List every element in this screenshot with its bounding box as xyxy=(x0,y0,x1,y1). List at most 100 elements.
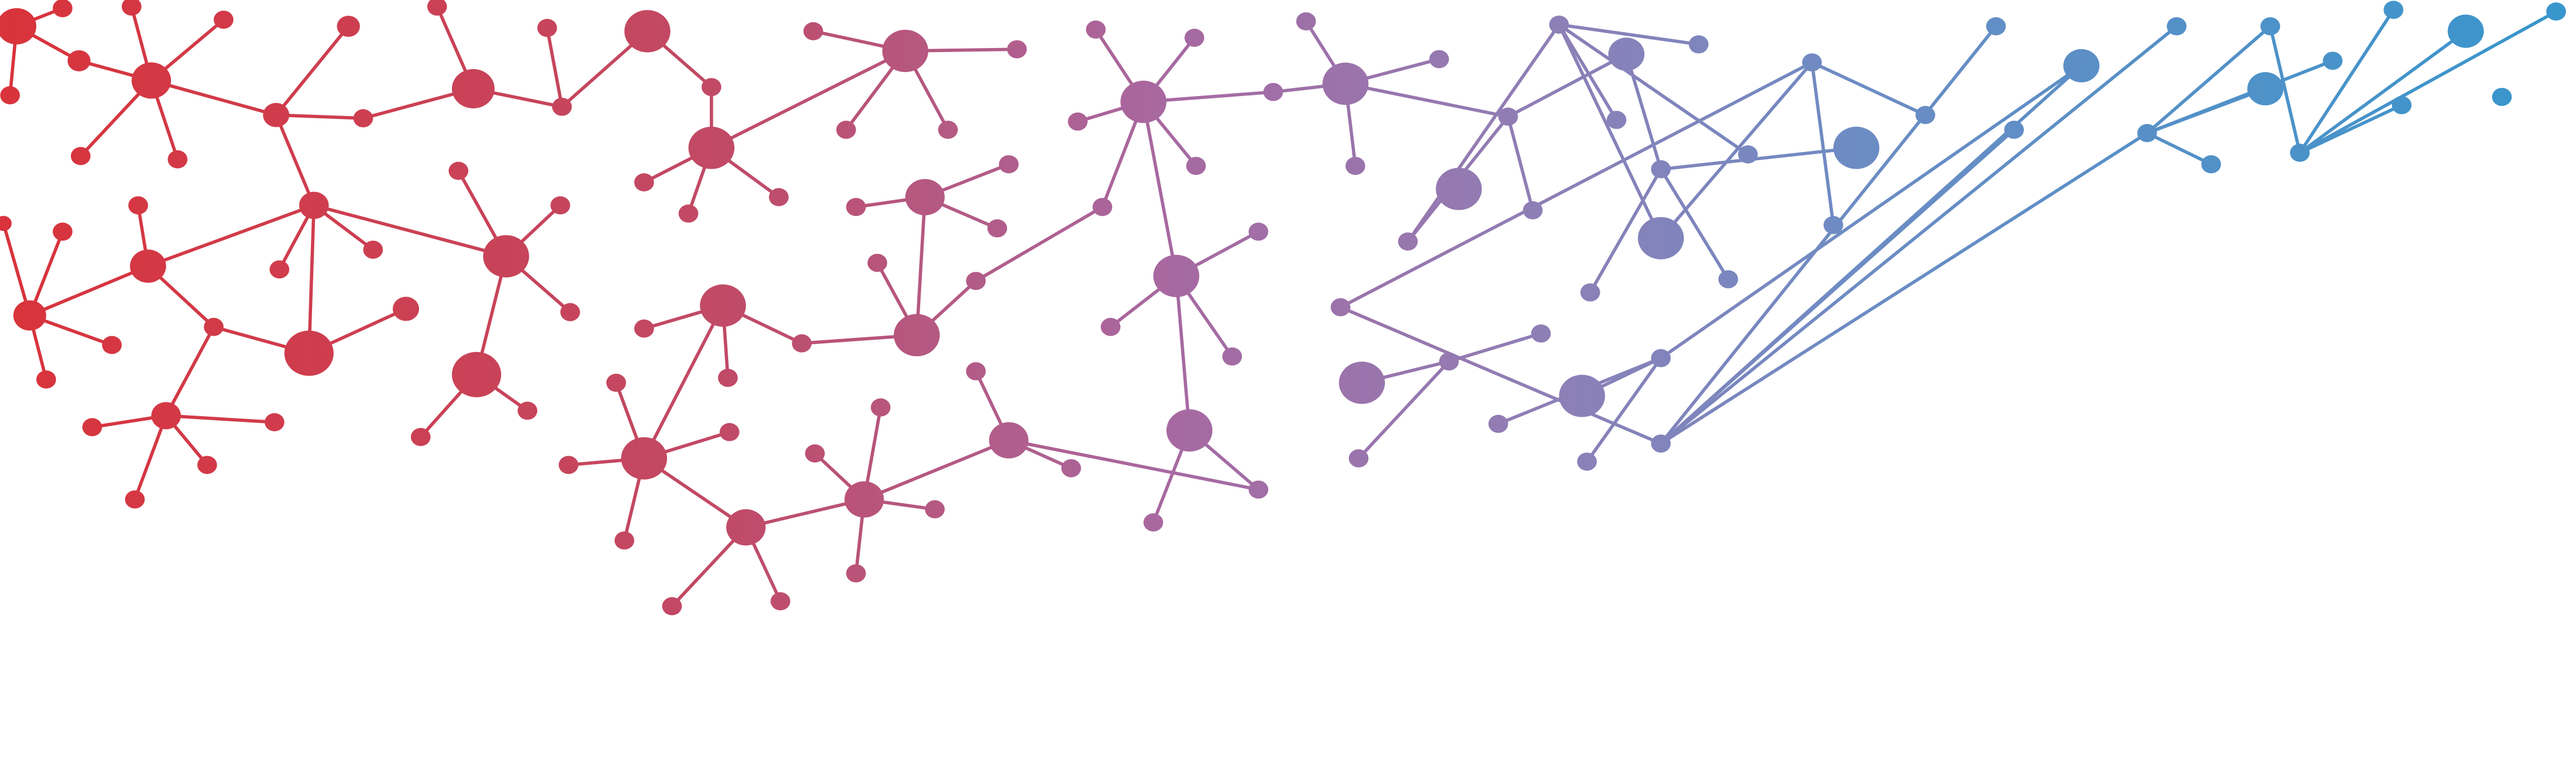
atom-node-small xyxy=(720,422,740,441)
bond-line xyxy=(1506,116,1535,211)
bond-line xyxy=(313,204,507,258)
atom-node-small xyxy=(517,401,538,420)
atom-node-small xyxy=(1068,112,1088,131)
atom-node-large xyxy=(1608,37,1645,71)
atom-node-small xyxy=(1580,283,1600,302)
atom-node-large xyxy=(989,422,1029,458)
atom-node-small xyxy=(265,413,285,432)
atom-node-small xyxy=(337,15,360,37)
atom-node-small xyxy=(213,10,234,29)
atom-node-small xyxy=(1549,15,1569,34)
atom-node-small xyxy=(678,204,698,223)
atom-node-small xyxy=(151,402,181,429)
atom-node-small xyxy=(769,188,789,206)
atom-node-large xyxy=(2247,72,2284,106)
bond-line xyxy=(1659,61,1814,240)
atom-node-small xyxy=(36,370,57,389)
atom-node-small xyxy=(870,398,891,417)
bond-line xyxy=(276,113,364,120)
atom-node-small xyxy=(1688,35,1709,54)
atom-node-small xyxy=(2323,51,2343,70)
atom-node-small xyxy=(1607,110,1627,129)
atom-node-small xyxy=(846,564,866,582)
atom-node-small xyxy=(1651,349,1671,368)
atom-node-small xyxy=(2201,155,2221,174)
bond-line xyxy=(2269,26,2302,153)
atom-node-small xyxy=(1488,414,1508,433)
atom-node-small xyxy=(125,490,145,509)
bond-line xyxy=(1557,23,1618,121)
atom-node-small xyxy=(662,597,682,616)
atom-node-large xyxy=(1339,361,1385,404)
atom-node-small xyxy=(263,103,290,127)
bond-line xyxy=(1557,23,1663,239)
atom-node-small xyxy=(606,373,626,392)
bond-line xyxy=(915,197,927,336)
bond-line xyxy=(1624,54,1663,170)
bond-line xyxy=(2146,131,2212,166)
atom-node-large xyxy=(1833,126,1880,169)
atom-node-small xyxy=(353,109,373,127)
bond-line xyxy=(545,27,564,107)
atom-node-small xyxy=(2492,87,2512,106)
bond-line xyxy=(307,205,316,353)
atom-node-small xyxy=(67,50,91,71)
bond-line xyxy=(745,497,865,529)
atom-node-small xyxy=(427,0,448,16)
atom-node-small xyxy=(102,336,122,354)
bond-line xyxy=(1406,23,1561,243)
bond-line xyxy=(1810,62,1835,226)
atom-node-small xyxy=(1348,449,1369,468)
bond-line xyxy=(2299,30,2467,154)
bond-line xyxy=(710,49,906,150)
atom-node-small xyxy=(1092,198,1112,216)
atom-node-large xyxy=(2447,14,2484,48)
atom-node-small xyxy=(803,22,824,41)
bond-line xyxy=(2298,9,2395,154)
atom-node-small xyxy=(1061,459,1081,477)
bond-line xyxy=(975,205,1104,282)
bond-line xyxy=(147,204,315,268)
atom-node-small xyxy=(70,147,91,165)
atom-node-small xyxy=(82,418,102,437)
atom-node-small xyxy=(846,198,866,216)
network-nodes xyxy=(0,0,2566,616)
atom-node-large xyxy=(624,10,670,53)
bond-line xyxy=(1588,168,1663,293)
atom-node-large xyxy=(893,314,940,357)
bond-line xyxy=(1558,23,1749,156)
bond-line xyxy=(166,414,275,424)
atom-node-small xyxy=(770,592,790,611)
atom-node-small xyxy=(1429,50,1449,69)
atom-node-large xyxy=(1153,254,1200,297)
bond-line xyxy=(274,114,315,206)
bond-line xyxy=(1659,128,2015,445)
atom-node-large xyxy=(1638,217,1684,260)
atom-node-large xyxy=(131,62,171,99)
atom-node-small xyxy=(1823,216,1843,234)
atom-node-small xyxy=(2260,17,2281,35)
atom-node-small xyxy=(0,86,20,105)
bond-line xyxy=(29,264,149,317)
atom-node-small xyxy=(2391,96,2412,114)
bond-line xyxy=(2,223,31,316)
atom-node-small xyxy=(701,78,721,97)
atom-node-small xyxy=(1651,434,1671,453)
atom-node-small xyxy=(792,334,812,353)
atom-node-small xyxy=(1398,232,1418,251)
atom-node-small xyxy=(448,162,469,180)
atom-node-small xyxy=(299,191,329,220)
atom-node-small xyxy=(987,219,1008,238)
atom-node-small xyxy=(1100,318,1121,336)
atom-node-small xyxy=(1915,106,1935,125)
atom-node-small xyxy=(393,297,420,321)
atom-node-small xyxy=(1248,222,1269,241)
bond-line xyxy=(642,305,725,460)
atom-node-small xyxy=(1523,201,1543,220)
atom-node-small xyxy=(552,97,572,116)
atom-node-small xyxy=(1738,145,1758,164)
atom-node-small xyxy=(966,362,986,381)
atom-node-large xyxy=(844,481,884,518)
bond-line xyxy=(2299,10,2557,154)
